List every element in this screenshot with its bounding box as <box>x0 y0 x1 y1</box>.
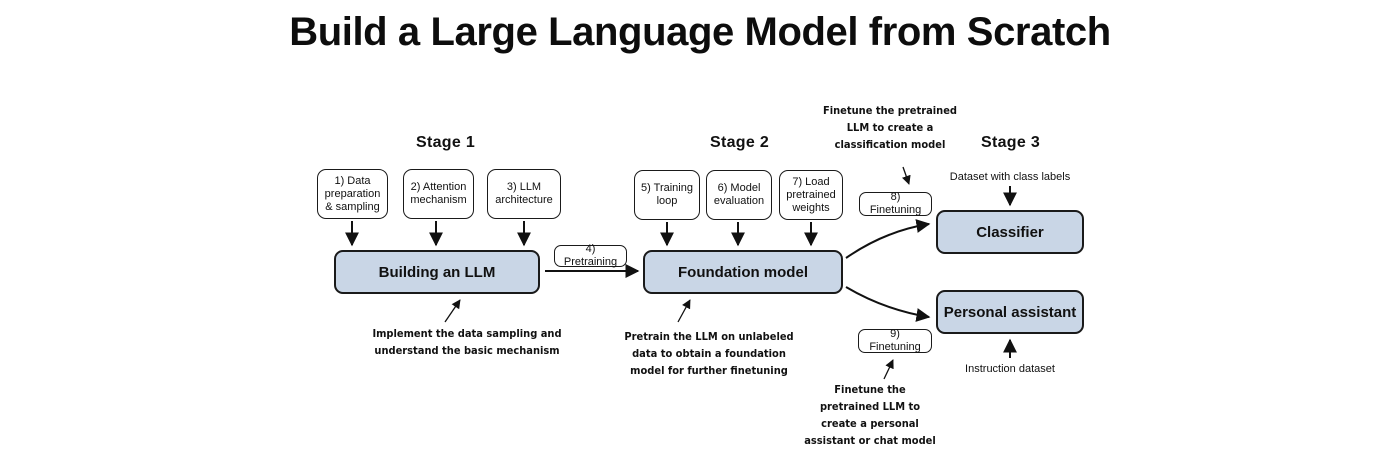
finetune-assistant-note: Finetune the pretrained LLM to create a … <box>804 383 936 447</box>
instruction-dataset-text: Instruction dataset <box>965 363 1055 375</box>
step-attention-mechanism: 2) Attention mechanism <box>403 169 474 219</box>
stage2-label: Stage 2 <box>710 134 770 151</box>
stage1-label: Stage 1 <box>416 134 476 151</box>
finetune-classifier-note: Finetune the pretrained LLM to create a … <box>822 104 958 151</box>
page-title: Build a Large Language Model from Scratc… <box>289 10 1111 54</box>
step-data-preparation: 1) Data preparation & sampling <box>317 169 388 219</box>
foundation-model-box: Foundation model <box>643 250 843 294</box>
step-model-evaluation: 6) Model evaluation <box>706 170 772 220</box>
dataset-class-labels-text: Dataset with class labels <box>949 171 1071 183</box>
stage1-note: Implement the data sampling and understa… <box>372 327 562 357</box>
pointer-note1 <box>444 299 461 323</box>
finetuning-assistant-label: 9) Finetuning <box>858 328 932 353</box>
arrow-foundation-to-assistant <box>845 286 931 322</box>
step-training-loop: 5) Training loop <box>634 170 700 220</box>
classifier-box: Classifier <box>936 210 1084 254</box>
pointer-note2 <box>677 299 691 323</box>
stage3-label: Stage 3 <box>981 134 1041 151</box>
pretraining-label: 4) Pretraining <box>554 243 627 268</box>
step-load-pretrained-weights: 7) Load pretrained weights <box>779 170 843 220</box>
pointer-note8 <box>901 166 911 185</box>
stage2-note: Pretrain the LLM on unlabeled data to ob… <box>624 330 794 377</box>
pointer-note9 <box>883 359 894 380</box>
finetuning-classifier-label: 8) Finetuning <box>859 191 932 216</box>
building-llm-box: Building an LLM <box>334 250 540 294</box>
personal-assistant-box: Personal assistant <box>936 290 1084 334</box>
arrow-foundation-to-classifier <box>845 219 931 259</box>
step-llm-architecture: 3) LLM architecture <box>487 169 561 219</box>
